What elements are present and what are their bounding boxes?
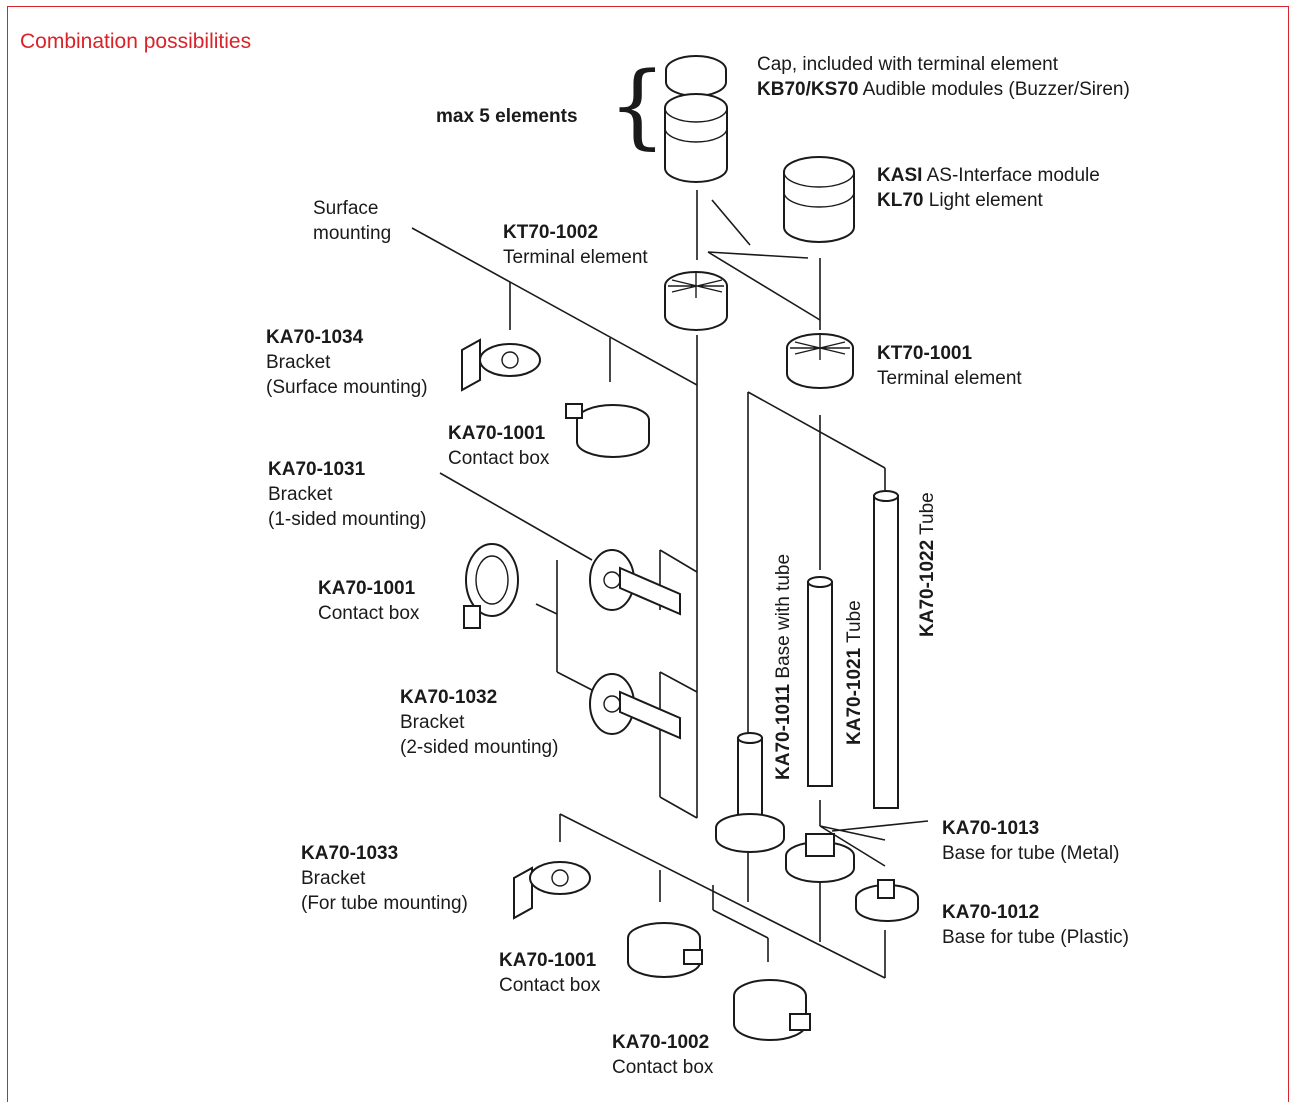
contact-box-bottom-icon xyxy=(627,922,703,978)
ka1031-label: KA70-1031 Bracket (1-sided mounting) xyxy=(268,459,427,530)
base-with-tube-1011-icon xyxy=(715,732,785,853)
bracket-1032-icon xyxy=(589,673,681,740)
diagram-frame xyxy=(7,6,1289,1102)
ka1001c-label: KA70-1001 Contact box xyxy=(499,950,601,996)
base-plastic-1012-icon xyxy=(855,879,919,922)
ka1001b-label: KA70-1001 Contact box xyxy=(318,578,420,624)
ka1032-label: KA70-1032 Bracket (2-sided mounting) xyxy=(400,687,559,758)
terminal-element-1002-icon xyxy=(664,271,728,331)
bracket-1034-icon xyxy=(461,338,541,392)
ka1012-label: KA70-1012 Base for tube (Plastic) xyxy=(942,902,1129,948)
bracket-1031-icon xyxy=(589,549,681,616)
base-metal-1013-icon xyxy=(785,833,855,883)
terminal-element-1001-icon xyxy=(786,333,854,389)
cap-label: Cap, included with terminal element KB70… xyxy=(757,54,1130,100)
ka1022-label: KA70-1022 Tube xyxy=(917,492,938,637)
kt1001-label: KT70-1001 Terminal element xyxy=(877,343,1022,389)
ka1001a-label: KA70-1001 Contact box xyxy=(448,423,550,469)
ka1033-label: KA70-1033 Bracket (For tube mounting) xyxy=(301,843,468,914)
ka1011-label: KA70-1011 Base with tube xyxy=(773,553,794,780)
ka1002-label: KA70-1002 Contact box xyxy=(612,1032,714,1078)
kt1002-label: KT70-1002 Terminal element xyxy=(503,222,648,268)
connector-lines xyxy=(411,190,929,979)
light-element-icon xyxy=(783,156,855,243)
audible-module-icon xyxy=(664,93,728,183)
ka1034-label: KA70-1034 Bracket (Surface mounting) xyxy=(266,327,428,398)
bracket-1033-icon xyxy=(513,861,591,920)
group-brace: { xyxy=(608,52,667,159)
contact-box-1002-icon xyxy=(733,979,811,1041)
cap-icon xyxy=(665,55,727,97)
diagram-title: Combination possibilities xyxy=(20,30,252,53)
surface-mounting-label: Surface mounting xyxy=(313,198,392,244)
tube-1022-icon xyxy=(873,490,899,809)
ka1021-label: KA70-1021 Tube xyxy=(844,600,865,745)
max-elements-label: max 5 elements xyxy=(436,106,578,127)
contact-box-icon xyxy=(565,403,650,458)
contact-box-side-icon xyxy=(463,543,519,629)
kasi-label: KASI AS-Interface module KL70 Light elem… xyxy=(877,165,1100,211)
tube-1021-icon xyxy=(807,576,833,787)
ka1013-label: KA70-1013 Base for tube (Metal) xyxy=(942,818,1120,864)
